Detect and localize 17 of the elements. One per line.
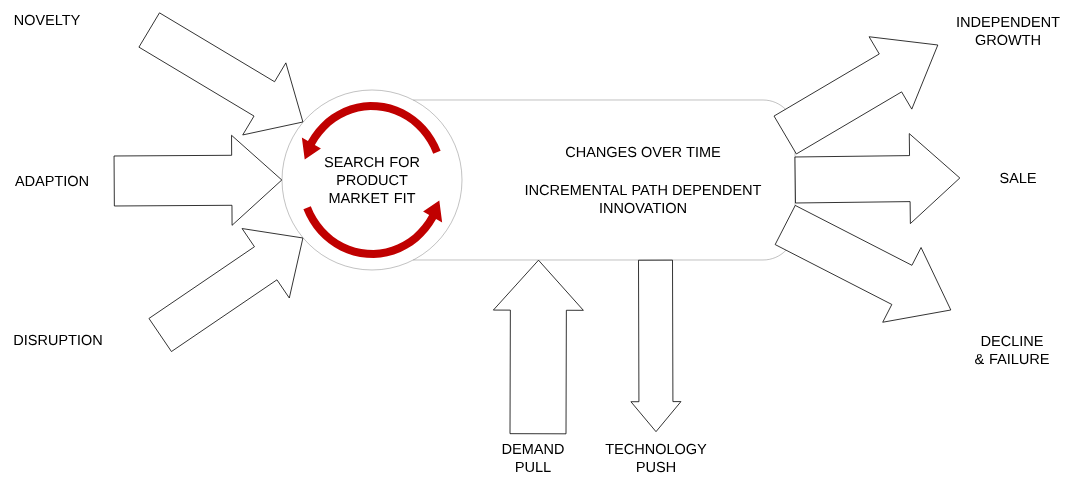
block-arrow	[794, 133, 961, 224]
block-arrow	[113, 134, 283, 226]
label-text: TECHNOLOGY PUSH	[605, 443, 707, 473]
label-text: ADAPTION	[14, 175, 88, 187]
label-text: NOVELTY	[14, 14, 80, 26]
block-arrow	[630, 259, 682, 433]
label-text: DISRUPTION	[14, 334, 102, 346]
block-arrow	[148, 228, 304, 352]
label-text: SALE	[1000, 172, 1036, 184]
block-arrow	[138, 12, 304, 136]
block-arrow	[773, 36, 939, 155]
block-arrow	[774, 205, 952, 323]
label-text: INDEPENDENT GROWTH	[957, 16, 1060, 46]
block-arrow	[492, 259, 584, 435]
circle-text: SEARCH FOR PRODUCT MARKET FIT	[324, 156, 420, 204]
label-text: DECLINE & FAILURE	[975, 335, 1049, 365]
label-text: DEMAND PULL	[502, 443, 564, 473]
